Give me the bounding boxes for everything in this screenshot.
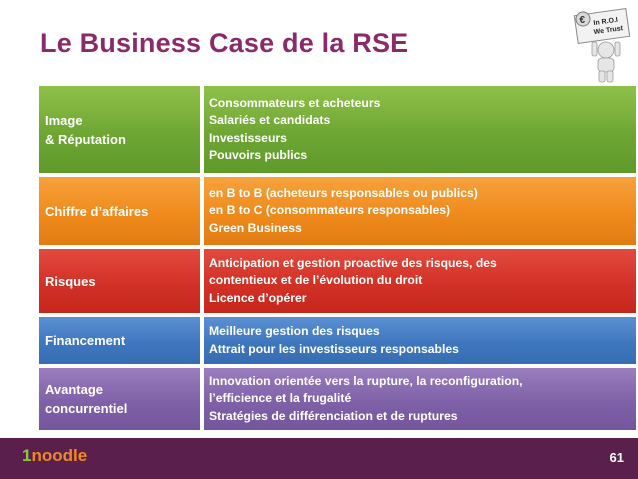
roi-sign-figure: € In R.O.I We Trust: [573, 7, 631, 83]
row-financement: Financement Meilleure gestion des risques…: [39, 317, 636, 364]
row-label: Avantage concurrentiel: [39, 368, 200, 430]
row-label: Risques: [39, 249, 200, 313]
detail-item: l’efficience et la frugalité: [209, 391, 352, 406]
detail-item: en B to C (consommateurs responsables): [209, 203, 451, 218]
row-label: Image & Réputation: [39, 86, 200, 173]
detail-item: Salariés et candidats: [209, 113, 331, 127]
row-details: Innovation orientée vers la rupture, la …: [204, 368, 636, 430]
person-icon: [591, 41, 621, 83]
detail-item: Licence d’opérer: [209, 290, 307, 305]
svg-text:In R.O.I: In R.O.I: [593, 17, 618, 27]
row-image-reputation: Image & Réputation Consommateurs et achet…: [39, 86, 636, 173]
detail-item: Consommateurs et acheteurs: [209, 95, 381, 110]
footer-bar: 1noodle 61: [0, 438, 638, 479]
row-label-text: Risques: [45, 273, 96, 289]
row-chiffre-affaires: Chiffre d’affaires en B to B (acheteurs r…: [39, 177, 636, 245]
euro-coin-icon: [575, 11, 591, 27]
detail-item: Green Business: [209, 220, 302, 235]
row-label: Financement: [39, 317, 200, 364]
page-number: 61: [609, 450, 624, 465]
row-label: Chiffre d’affaires: [39, 177, 200, 245]
svg-text:€: €: [580, 15, 586, 26]
detail-item: Pouvoirs publics: [209, 148, 308, 162]
detail-item: Investisseurs: [209, 130, 287, 145]
detail-item: Attrait pour les investisseurs responsab…: [209, 341, 459, 356]
row-avantage-concurrentiel: Avantage concurrentiel Innovation orienté…: [39, 368, 636, 430]
detail-item: en B to B (acheteurs responsables ou pub…: [209, 185, 478, 200]
row-label-text: Chiffre d’affaires: [45, 203, 149, 219]
row-label-text: Image & Réputation: [45, 112, 126, 147]
row-label-text: Avantage concurrentiel: [45, 382, 128, 416]
noodle-logo: 1noodle: [22, 446, 88, 465]
detail-item: Stratégies de différenciation et de rupt…: [209, 408, 458, 423]
detail-item: Meilleure gestion des risques: [209, 324, 380, 338]
slide-title: Le Business Case de la RSE: [40, 28, 409, 58]
detail-item: contentieux et de l’évolution du droit: [209, 273, 423, 288]
row-details: en B to B (acheteurs responsables ou pub…: [204, 177, 636, 245]
row-risques: Risques Anticipation et gestion proactive…: [39, 249, 636, 313]
svg-text:We Trust: We Trust: [593, 25, 624, 36]
detail-item: Innovation orientée vers la rupture, la …: [209, 373, 523, 388]
detail-item: Anticipation et gestion proactive des ri…: [209, 255, 497, 270]
row-label-text: Financement: [45, 333, 126, 348]
row-details: Anticipation et gestion proactive des ri…: [204, 249, 636, 313]
